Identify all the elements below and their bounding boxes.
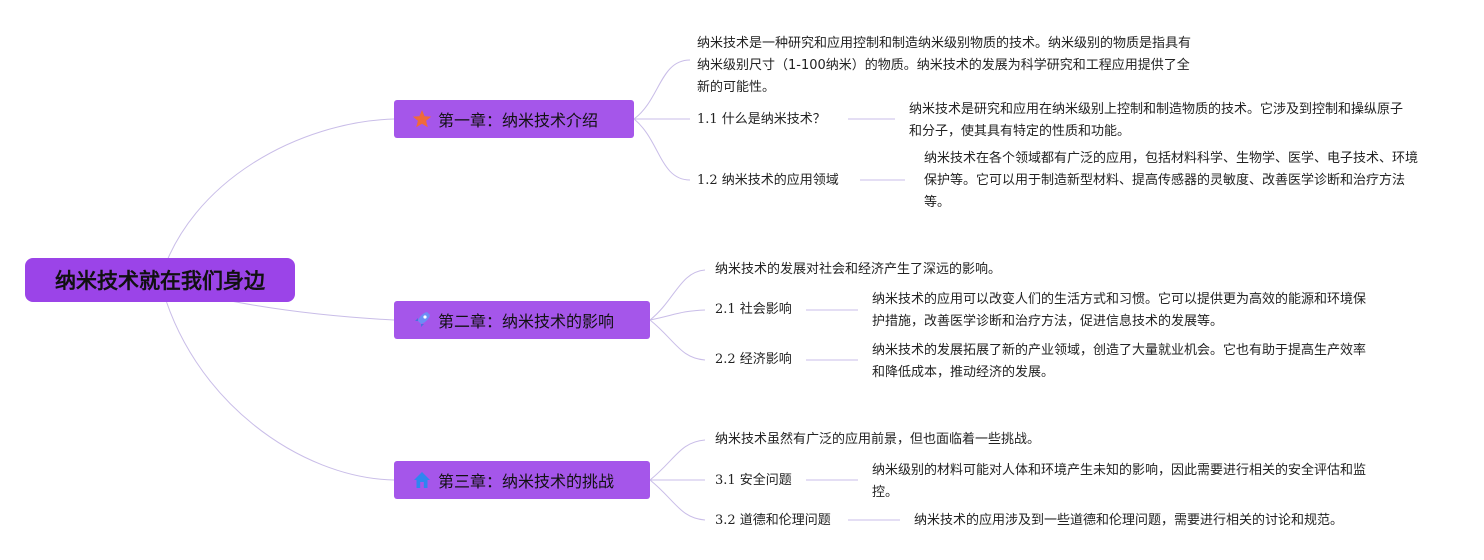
chapter-1-title: 第一章：纳米技术介绍 — [438, 111, 599, 130]
section-2-1-detail: 纳米技术的应用可以改变人们的生活方式和习惯。它可以提供更为高效的能源和环境保护措… — [872, 292, 1367, 329]
root-title: 纳米技术就在我们身边 — [55, 269, 265, 293]
section-1-1-detail: 纳米技术是研究和应用在纳米级别上控制和制造物质的技术。它涉及到控制和操纵原子和分… — [909, 102, 1404, 139]
section-1-1-label[interactable]: 1.1 什么是纳米技术？ — [697, 112, 826, 127]
chapter-1-intro: 纳米技术是一种研究和应用控制和制造纳米级别物质的技术。纳米级别的物质是指具有纳米… — [697, 36, 1192, 95]
section-3-2-detail: 纳米技术的应用涉及到一些道德和伦理问题，需要进行相关的讨论和规范。 — [914, 513, 1344, 528]
section-3-2-label[interactable]: 3.2 道德和伦理问题 — [715, 513, 831, 528]
root-topic[interactable]: 纳米技术就在我们身边 — [25, 258, 295, 302]
section-1-2-detail: 纳米技术在各个领域都有广泛的应用，包括材料科学、生物学、医学、电子技术、环境保护… — [924, 151, 1419, 210]
chapter-2-intro: 纳米技术的发展对社会和经济产生了深远的影响。 — [715, 262, 1002, 277]
section-2-2-label[interactable]: 2.2 经济影响 — [715, 352, 792, 367]
chapter-3-title: 第三章：纳米技术的挑战 — [438, 472, 615, 491]
chapter-2-title: 第二章：纳米技术的影响 — [438, 312, 615, 331]
section-3-1-detail: 纳米级别的材料可能对人体和环境产生未知的影响，因此需要进行相关的安全评估和监控。 — [872, 463, 1367, 500]
section-1-2-label[interactable]: 1.2 纳米技术的应用领域 — [697, 173, 839, 188]
chapter-3-node[interactable]: 第三章：纳米技术的挑战 — [394, 461, 650, 499]
section-2-1-label[interactable]: 2.1 社会影响 — [715, 302, 792, 317]
chapter-3-intro: 纳米技术虽然有广泛的应用前景，但也面临着一些挑战。 — [715, 432, 1041, 447]
section-3-1-label[interactable]: 3.1 安全问题 — [715, 473, 792, 488]
chapter-1-node[interactable]: 第一章：纳米技术介绍 — [394, 100, 634, 138]
star-icon — [412, 109, 432, 129]
section-2-2-detail: 纳米技术的发展拓展了新的产业领域，创造了大量就业机会。它也有助于提高生产效率和降… — [872, 343, 1367, 380]
chapter-2-node[interactable]: 第二章：纳米技术的影响 — [394, 301, 650, 339]
house-icon — [412, 470, 432, 490]
rocket-icon — [412, 310, 432, 330]
